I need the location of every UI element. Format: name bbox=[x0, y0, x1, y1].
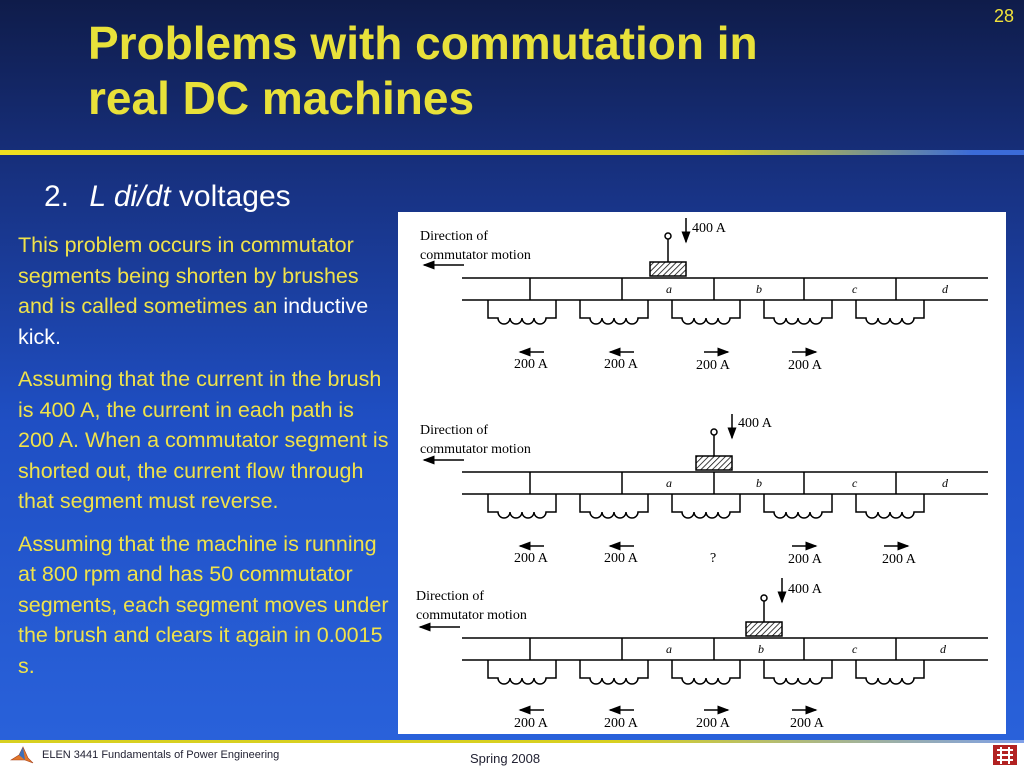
panel-3-direction-line-1: Direction of bbox=[416, 589, 484, 604]
panel-3-brush bbox=[745, 621, 783, 637]
panel-1-coils bbox=[487, 300, 925, 325]
panel-1-direction-line-1: Direction of bbox=[420, 229, 488, 244]
subheading-rest: voltages bbox=[178, 180, 291, 213]
panel-2-current-4: 200 A bbox=[788, 552, 823, 567]
panel-1-segment-d: d bbox=[942, 282, 949, 296]
panel-2-segment-c: c bbox=[852, 476, 858, 490]
university-logo-icon bbox=[993, 745, 1017, 765]
title-line-1: Problems with commutation in bbox=[88, 17, 758, 69]
subheading-number: 2. bbox=[44, 180, 70, 213]
panel-2-coils bbox=[487, 494, 925, 519]
panel-1-segment-a: a bbox=[666, 282, 672, 296]
panel-2-segment-a: a bbox=[666, 476, 672, 490]
footer-rule bbox=[0, 740, 1024, 743]
panel-3: Direction of commutator motion 400 A a b… bbox=[416, 578, 988, 731]
panel-1: Direction of commutator motion 400 A a b… bbox=[420, 218, 988, 373]
subheading-italic: L di/dt bbox=[89, 180, 171, 213]
panel-2-current-5: 200 A bbox=[882, 552, 917, 567]
panel-1-segment-c: c bbox=[852, 282, 858, 296]
paragraph-1-highlight: inductive kick. bbox=[18, 294, 369, 349]
panel-1-current-2: 200 A bbox=[604, 357, 639, 372]
panel-2-current-unknown: ? bbox=[710, 551, 716, 566]
panel-2-current-2: 200 A bbox=[604, 551, 639, 566]
panel-2-brush bbox=[695, 455, 733, 471]
commutation-figure: Direction of commutator motion 400 A a b… bbox=[398, 212, 1006, 734]
body-text: This problem occurs in commutator segmen… bbox=[18, 230, 392, 693]
panel-2-current-1: 200 A bbox=[514, 551, 549, 566]
panel-3-segment-d: d bbox=[940, 642, 947, 656]
slide-title: Problems with commutation in real DC mac… bbox=[88, 16, 888, 126]
panel-2-segment-d: d bbox=[942, 476, 949, 490]
panel-2-direction-line-1: Direction of bbox=[420, 423, 488, 438]
panel-3-current-4: 200 A bbox=[790, 716, 825, 731]
slide-footer: ELEN 3441 Fundamentals of Power Engineer… bbox=[0, 740, 1024, 768]
panel-1-brush-current: 400 A bbox=[692, 221, 727, 236]
footer-course: ELEN 3441 Fundamentals of Power Engineer… bbox=[42, 749, 280, 761]
panel-2-brush-current: 400 A bbox=[738, 416, 773, 431]
panel-3-direction-line-2: commutator motion bbox=[416, 608, 527, 623]
panel-1-current-1: 200 A bbox=[514, 357, 549, 372]
paragraph-1: This problem occurs in commutator segmen… bbox=[18, 230, 392, 352]
panel-3-coils bbox=[487, 660, 925, 685]
panel-1-current-3: 200 A bbox=[696, 358, 731, 373]
paragraph-1-main: This problem occurs in commutator segmen… bbox=[18, 233, 359, 318]
title-divider bbox=[0, 150, 1024, 155]
panel-3-segment-c: c bbox=[852, 642, 858, 656]
panel-1-brush-terminal bbox=[664, 232, 672, 240]
panel-3-brush-current: 400 A bbox=[788, 582, 823, 597]
slide-number: 28 bbox=[993, 6, 1014, 26]
panel-3-brush-terminal bbox=[760, 594, 768, 602]
panel-2-brush-terminal bbox=[710, 428, 718, 436]
panel-1-brush bbox=[649, 261, 687, 277]
panel-2-segment-b: b bbox=[756, 476, 762, 490]
panel-3-current-1: 200 A bbox=[514, 716, 549, 731]
panel-2: Direction of commutator motion 400 A a b… bbox=[420, 414, 988, 567]
title-line-2: real DC machines bbox=[88, 72, 475, 124]
panel-1-direction-line-2: commutator motion bbox=[420, 248, 531, 263]
panel-1-current-4: 200 A bbox=[788, 358, 823, 373]
footer-term: Spring 2008 bbox=[470, 751, 541, 766]
panel-3-segment-a: a bbox=[666, 642, 672, 656]
panel-2-direction-line-2: commutator motion bbox=[420, 442, 531, 457]
panel-3-current-2: 200 A bbox=[604, 716, 639, 731]
panel-3-segment-b: b bbox=[758, 642, 764, 656]
panel-3-current-3: 200 A bbox=[696, 716, 731, 731]
paragraph-2: Assuming that the current in the brush i… bbox=[18, 367, 389, 513]
subheading: 2. L di/dt voltages bbox=[44, 180, 291, 214]
matlab-logo-icon bbox=[10, 746, 34, 764]
paragraph-3: Assuming that the machine is running at … bbox=[18, 531, 389, 678]
panel-1-segment-b: b bbox=[756, 282, 762, 296]
